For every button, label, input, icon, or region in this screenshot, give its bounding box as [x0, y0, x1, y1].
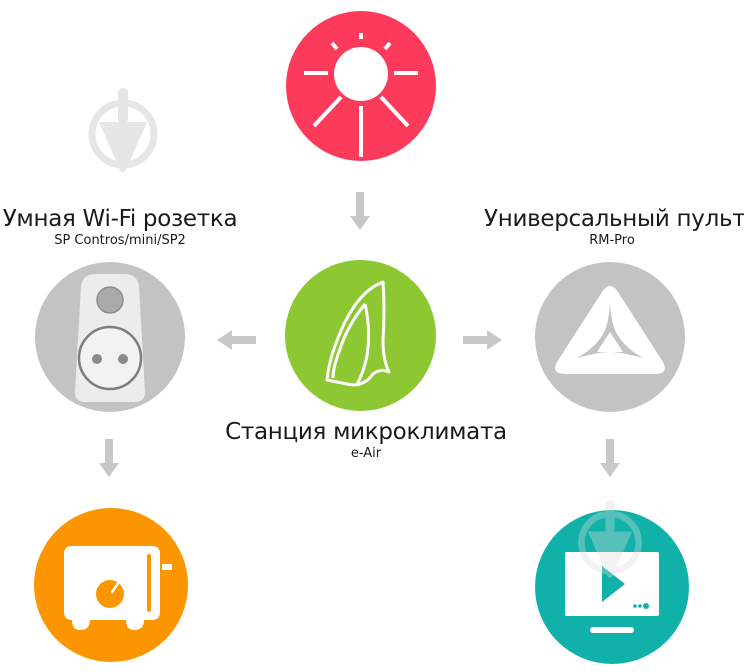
triangle-logo-icon [555, 286, 665, 374]
station-node [285, 260, 436, 411]
socket-title: Умная Wi-Fi розетка [2, 206, 238, 232]
tv-node [535, 510, 689, 664]
remote-subtitle: RM-Pro [589, 233, 635, 248]
station-subtitle: e-Air [350, 446, 382, 461]
heater-icon [64, 546, 172, 630]
arrow-down-sensor-station [349, 192, 371, 232]
remote-label: Универсальный пульт RM-Pro [484, 205, 744, 249]
socket-node [35, 262, 185, 412]
arrow-down-remote-tv [599, 439, 621, 479]
watermark-download-icon-overlay [574, 497, 646, 579]
socket-label: Умная Wi-Fi розетка SP Contros/mini/SP2 [0, 205, 240, 249]
station-title: Станция микроклимата [225, 419, 507, 445]
arrow-down-socket-appliance [98, 439, 120, 479]
appliance-node [34, 508, 188, 662]
leaf-icon [325, 280, 391, 387]
power-socket-icon [75, 274, 145, 402]
arrow-left-station-socket [216, 329, 256, 351]
sun-icon [304, 33, 418, 157]
watermark-download-icon [84, 86, 162, 172]
arrow-right-station-remote [463, 329, 503, 351]
sensor-node [286, 11, 436, 161]
remote-node [535, 262, 685, 412]
remote-title: Универсальный пульт [484, 206, 744, 232]
tv-play-icon [565, 552, 659, 633]
socket-subtitle: SP Contros/mini/SP2 [54, 233, 186, 248]
station-label: Станция микроклимата e-Air [216, 418, 516, 462]
